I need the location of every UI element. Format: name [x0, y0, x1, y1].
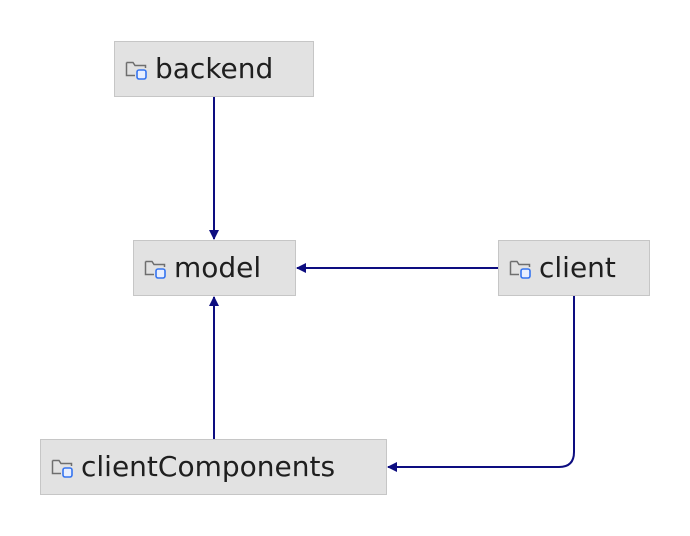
folder-module-icon [144, 257, 166, 279]
edge-client-to-clientComponents [387, 296, 575, 472]
module-node-clientComponents[interactable]: clientComponents [40, 439, 387, 495]
module-node-backend[interactable]: backend [114, 41, 314, 97]
folder-module-icon [51, 456, 73, 478]
folder-module-icon [509, 257, 531, 279]
module-label: client [539, 251, 616, 284]
module-label: backend [155, 52, 274, 85]
module-label: clientComponents [81, 450, 336, 483]
module-node-client[interactable]: client [498, 240, 650, 296]
folder-module-icon [125, 58, 147, 80]
module-label: model [174, 251, 262, 284]
module-node-model[interactable]: model [133, 240, 296, 296]
